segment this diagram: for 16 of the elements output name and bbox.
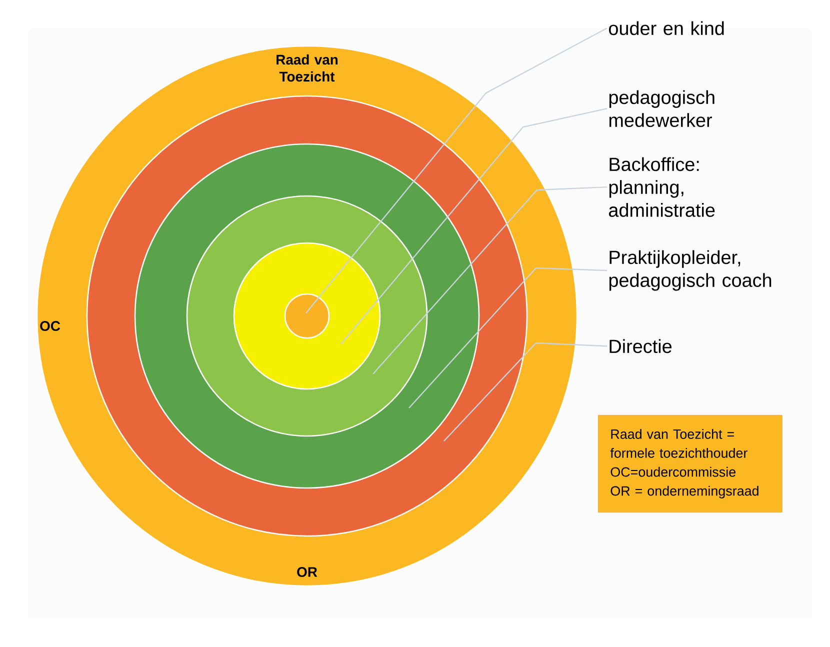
leader-line: [444, 342, 608, 442]
leader-line: [372, 186, 608, 374]
level-label: Directie: [610, 339, 672, 354]
leader-line: [340, 108, 608, 344]
leader-line: [306, 28, 608, 314]
ring: [233, 242, 381, 390]
ring-label: OR: [297, 567, 318, 577]
level-label: Praktijkopleider, pedagogisch coach: [609, 250, 772, 291]
legend-box: Raad van Toezicht = formele toezichthouder OC=oudercommissie OR = ondernemingsraad: [598, 415, 782, 512]
leader-line: [408, 267, 608, 408]
level-label: pedagogisch medewerker: [609, 90, 714, 127]
level-label: ouder en kind: [609, 21, 724, 36]
ring-label: OC: [40, 321, 60, 331]
ring: [284, 293, 330, 339]
level-label: Backoffice: planning, administratie: [609, 157, 715, 217]
ring-label: Raad van Toezicht: [276, 54, 338, 82]
